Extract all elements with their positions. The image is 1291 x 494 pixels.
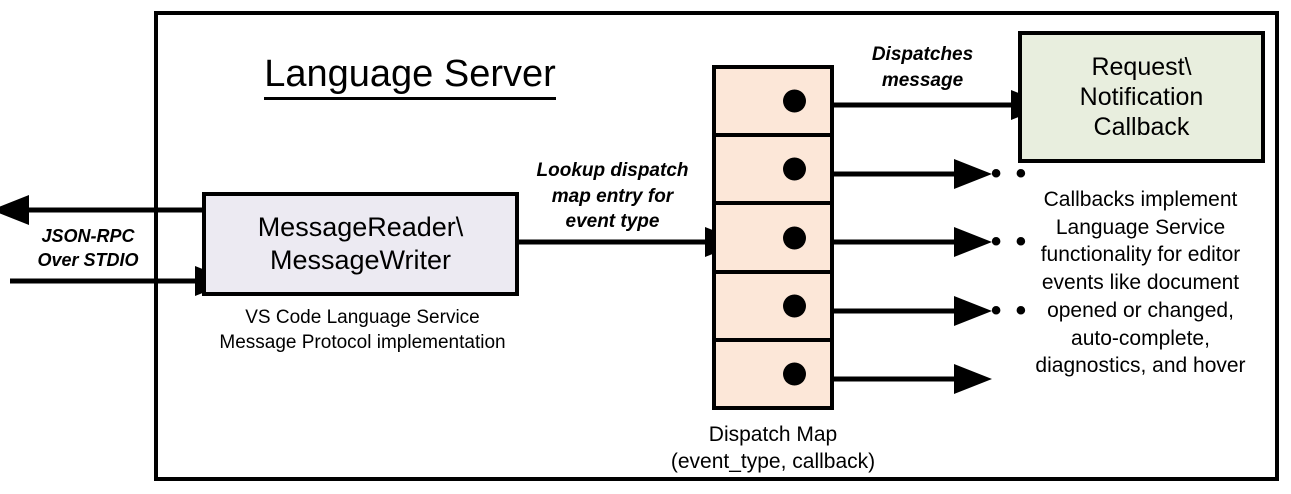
page-title: Language Server bbox=[200, 52, 620, 100]
dispatch-dot-icon bbox=[783, 294, 806, 318]
request-notification-callback-label: Request\ Notification Callback bbox=[1079, 53, 1204, 141]
dispatch-dot-icon bbox=[783, 157, 806, 181]
dispatches-message-label: Dispatches message bbox=[871, 44, 974, 91]
callback-description: Callbacks implement Language Service fun… bbox=[1035, 188, 1246, 378]
dispatch-map-table[interactable] bbox=[712, 65, 834, 410]
dispatch-dot-icon bbox=[783, 226, 806, 249]
message-reader-writer-label: MessageReader\ MessageWriter bbox=[257, 212, 464, 275]
dispatch-map-caption: Dispatch Map (event_type, callback) bbox=[670, 423, 876, 474]
message-reader-writer-box[interactable]: MessageReader\ MessageWriter bbox=[202, 192, 519, 296]
dispatch-dot-icon bbox=[783, 89, 806, 113]
ellipsis-row-3: • • • bbox=[966, 225, 1030, 258]
dispatch-map-row[interactable] bbox=[716, 273, 830, 342]
message-reader-writer-caption: VS Code Language Service Message Protoco… bbox=[219, 307, 506, 353]
request-notification-callback-box[interactable]: Request\ Notification Callback bbox=[1018, 31, 1265, 163]
dispatch-map-row[interactable] bbox=[716, 69, 830, 138]
dispatch-dot-icon bbox=[783, 362, 806, 386]
ellipsis-row-4: • • • bbox=[966, 294, 1030, 327]
lookup-dispatch-label: Lookup dispatch map entry for event type bbox=[536, 160, 689, 233]
ellipsis-row-2: • • • bbox=[966, 157, 1030, 190]
jsonrpc-transport-label: JSON-RPC Over STDIO bbox=[37, 226, 139, 271]
language-server-boundary bbox=[154, 11, 1279, 481]
dispatch-map-row[interactable] bbox=[716, 137, 830, 206]
dispatch-map-row[interactable] bbox=[716, 205, 830, 274]
dispatch-map-row[interactable] bbox=[716, 341, 830, 407]
page-title-text: Language Server bbox=[264, 53, 556, 100]
